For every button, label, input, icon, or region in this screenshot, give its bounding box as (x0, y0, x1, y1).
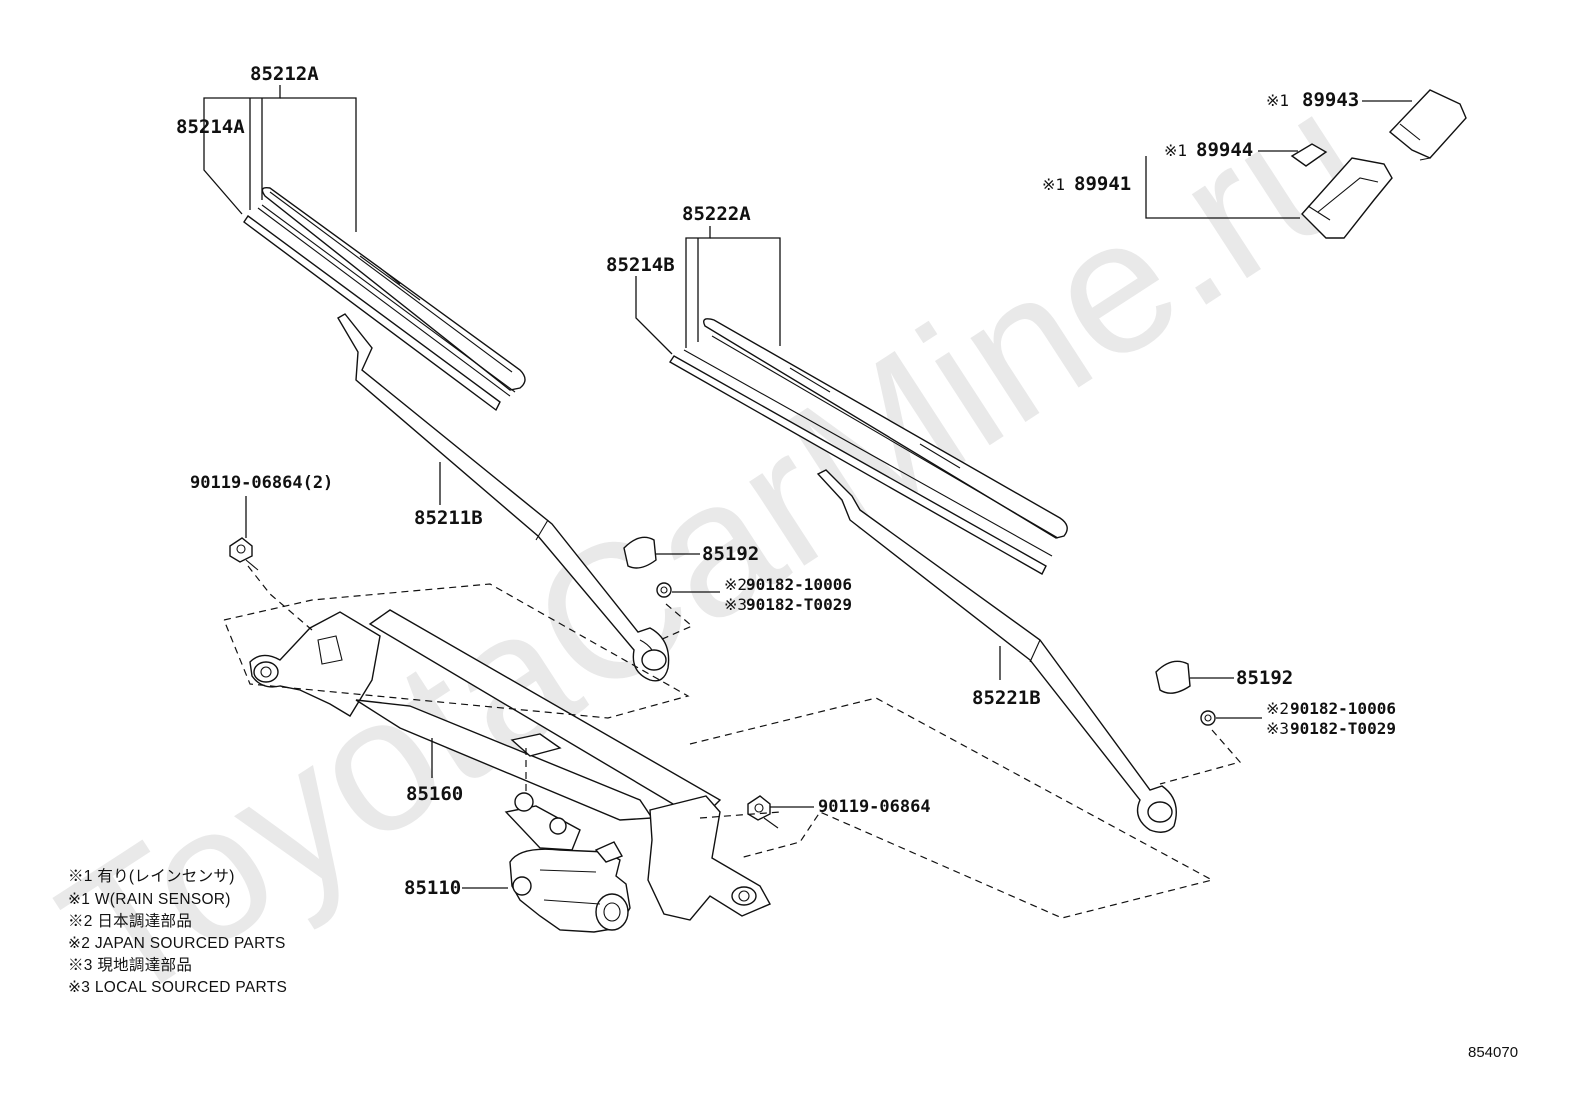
sensor-cover-89943 (1388, 89, 1467, 161)
mark-2-left: ※2 (724, 575, 747, 594)
note-2-jp: ※2 日本調達部品 (68, 912, 192, 930)
right-wiper-arm (816, 469, 1177, 833)
label-85192-left: 85192 (702, 543, 759, 565)
label-85222A: 85222A (682, 203, 751, 225)
wiper-link-assembly (249, 609, 771, 921)
note-3-jp: ※3 現地調達部品 (68, 956, 192, 974)
label-nut-right-2: 90182-T0029 (1290, 719, 1396, 738)
left-blade-callouts (203, 85, 357, 232)
mark-3-left: ※3 (724, 595, 747, 614)
label-85214A: 85214A (176, 116, 245, 138)
mark-1-89943: ※1 (1266, 91, 1289, 110)
right-wiper-blade (669, 318, 1068, 575)
footnotes: ※1 有り(レインセンサ) ※1 W(RAIN SENSOR) ※2 日本調達部… (68, 867, 287, 996)
label-85110: 85110 (404, 877, 461, 899)
left-pivot-cap (623, 536, 657, 569)
dashed-guides (223, 565, 1242, 919)
sensor-bracket-89941 (1301, 157, 1393, 239)
left-arm-nut (656, 582, 672, 598)
label-89941: 89941 (1074, 173, 1131, 195)
left-wiper-blade (243, 186, 526, 412)
sensor-pad-89944 (1290, 143, 1328, 167)
label-89944: 89944 (1196, 139, 1253, 161)
right-pivot-cap (1155, 660, 1191, 694)
mark-1-89944: ※1 (1164, 141, 1187, 160)
bolt-top-left (229, 537, 259, 571)
label-85214B: 85214B (606, 254, 675, 276)
label-85160: 85160 (406, 783, 463, 805)
right-blade-callouts (635, 226, 781, 355)
label-bolt-top: 90119-06864(2) (190, 473, 333, 493)
note-3-en: ※3 LOCAL SOURCED PARTS (68, 979, 287, 996)
figure-reference: 854070 (1468, 1044, 1518, 1061)
label-nut-right-1: 90182-10006 (1290, 699, 1396, 718)
wiper-motor (504, 792, 631, 933)
label-85211B: 85211B (414, 507, 483, 529)
note-2-en: ※2 JAPAN SOURCED PARTS (68, 935, 286, 952)
label-nut-left-1: 90182-10006 (746, 575, 852, 594)
label-bolt-right: 90119-06864 (818, 797, 931, 817)
label-85192-right: 85192 (1236, 667, 1293, 689)
note-1-jp: ※1 有り(レインセンサ) (68, 867, 235, 885)
mark-1-89941: ※1 (1042, 175, 1065, 194)
left-wiper-arm (337, 313, 670, 682)
label-89943: 89943 (1302, 89, 1359, 111)
label-85212A: 85212A (250, 63, 319, 85)
right-arm-nut (1200, 710, 1216, 726)
mark-2-right: ※2 (1266, 699, 1289, 718)
label-85221B: 85221B (972, 687, 1041, 709)
label-nut-left-2: 90182-T0029 (746, 595, 852, 614)
mark-3-right: ※3 (1266, 719, 1289, 738)
note-1-en: ※1 W(RAIN SENSOR) (68, 891, 231, 908)
